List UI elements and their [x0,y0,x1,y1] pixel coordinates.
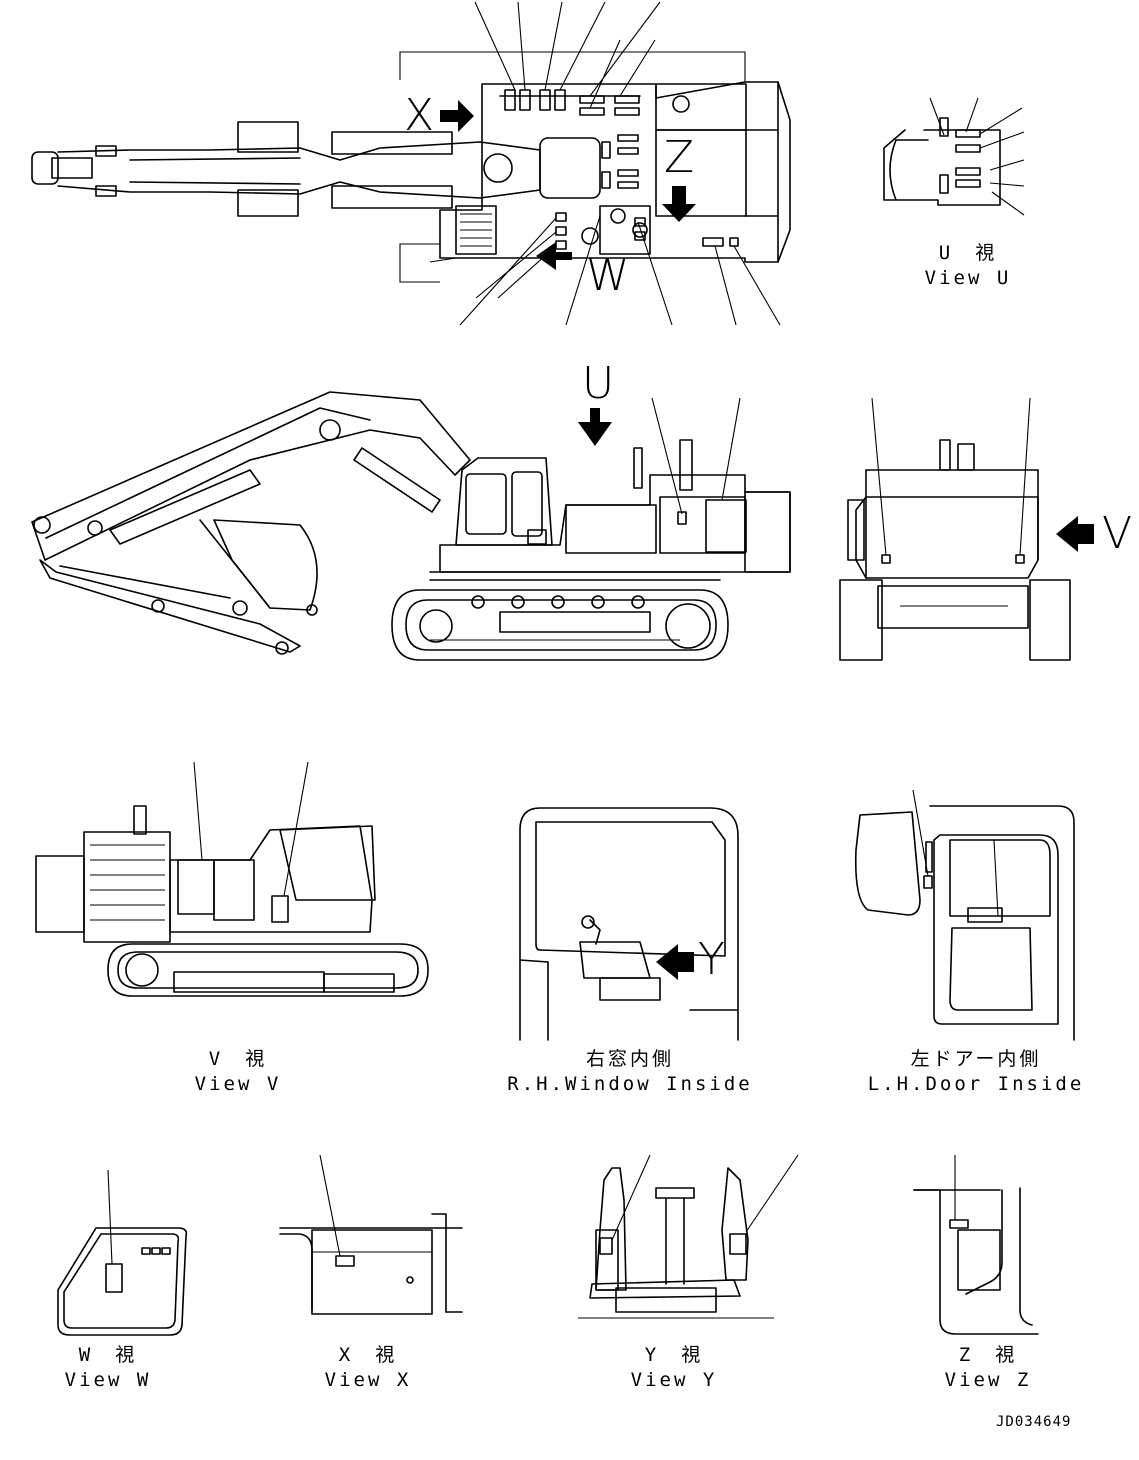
caption-view-x-ja: X 視 [338,1344,398,1366]
caption-view-x: X 視 View X [238,1343,498,1393]
view-w-drawing [57,1169,188,1336]
document-id: JD034649 [996,1414,1072,1430]
caption-rh-window-ja: 右窓内側 [585,1048,674,1070]
arrow-y-icon [656,944,694,980]
caption-lh-door: 左ドアー内側 L.H.Door Inside [846,1047,1106,1097]
caption-lh-door-ja: 左ドアー内側 [910,1048,1042,1070]
caption-view-v-ja: V 視 [208,1048,268,1070]
caption-view-x-en: View X [324,1369,412,1391]
arrow-letter-y: Y [698,934,725,985]
arrow-z-icon [662,186,696,222]
caption-view-y-ja: Y 視 [644,1344,704,1366]
caption-view-w: W 視 View W [0,1343,238,1393]
caption-view-z-ja: Z 視 [958,1344,1018,1366]
view-z-drawing [913,1155,1039,1335]
caption-view-u-en: View U [924,267,1012,289]
view-y-drawing [578,1154,799,1319]
side-view [31,391,791,661]
arrow-v-icon [1056,516,1094,552]
arrow-x-icon [440,100,474,132]
rh-window-drawing [519,807,739,1041]
rear-view [839,397,1094,661]
caption-view-v-en: View V [194,1073,282,1095]
view-x-drawing [279,1154,463,1315]
arrow-letter-w: W [586,250,630,301]
caption-view-z-en: View Z [944,1369,1032,1391]
caption-view-w-en: View W [64,1369,152,1391]
arrow-w-icon [536,242,572,270]
arrow-letter-z: Z [664,132,695,183]
view-v-drawing [35,761,429,997]
view-u-drawing [883,97,1025,216]
caption-view-z: Z 視 View Z [858,1343,1118,1393]
caption-view-y: Y 視 View Y [544,1343,804,1393]
caption-lh-door-en: L.H.Door Inside [867,1073,1085,1095]
caption-view-u-ja: U 視 [938,242,998,264]
caption-rh-window: 右窓内側 R.H.Window Inside [500,1047,760,1097]
caption-rh-window-en: R.H.Window Inside [507,1073,753,1095]
caption-view-y-en: View Y [630,1369,718,1391]
lh-door-drawing [854,789,1075,1041]
arrow-u-icon [578,408,612,446]
caption-view-u: U 視 View U [838,241,1098,291]
caption-view-w-ja: W 視 [78,1344,138,1366]
top-view [31,1,791,326]
arrow-letter-v: V [1102,508,1133,559]
arrow-letter-u: U [582,358,615,409]
arrow-letter-x: X [404,90,435,141]
caption-view-v: V 視 View V [108,1047,368,1097]
